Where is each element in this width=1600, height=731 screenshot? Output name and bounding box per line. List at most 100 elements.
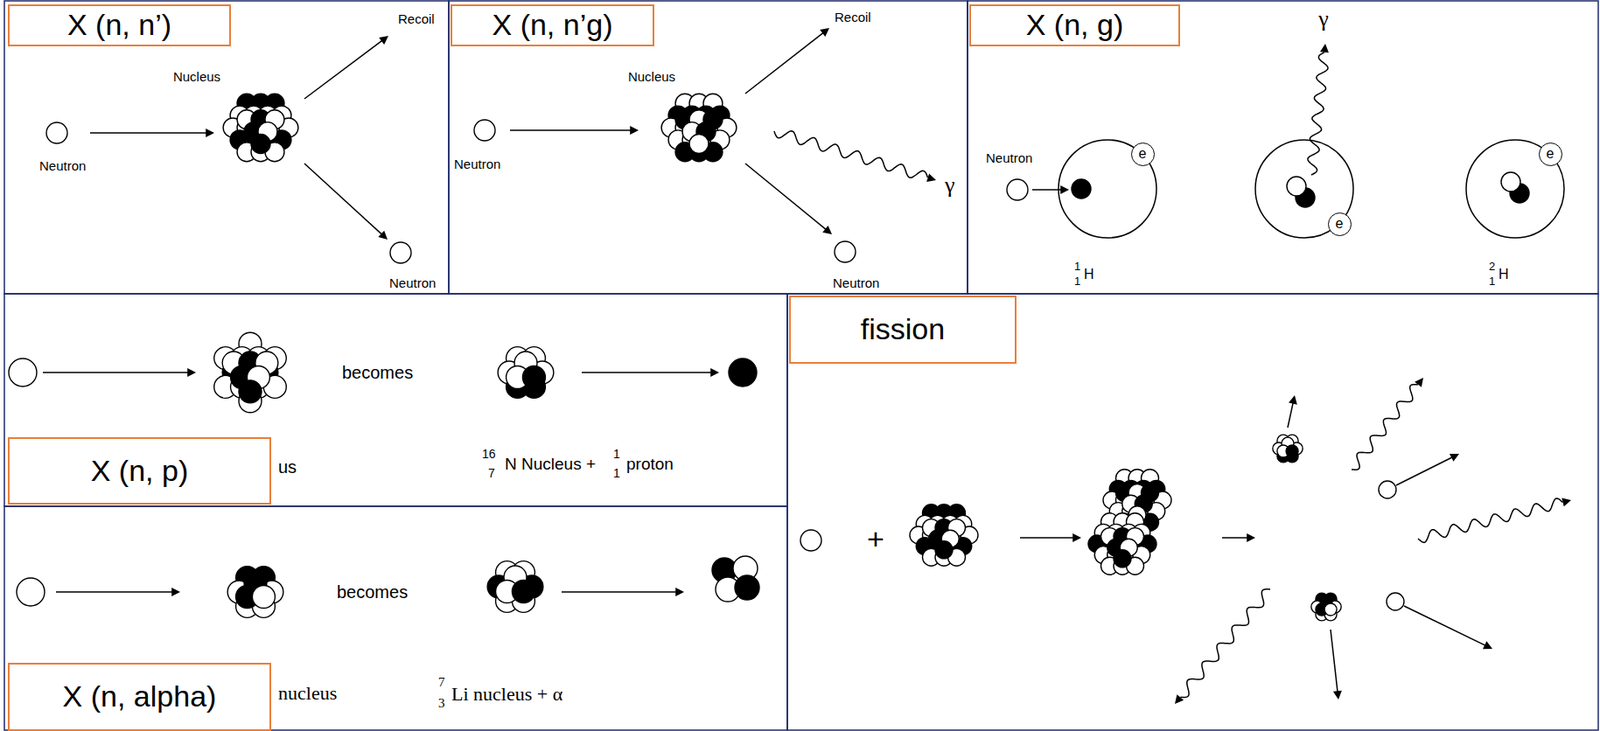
particle-label: Recoil [398, 11, 435, 27]
reaction-label: X (n, alpha) [62, 679, 217, 714]
neutron-symbol [1378, 481, 1397, 499]
arrow-head [1060, 185, 1069, 195]
gamma-ray [1351, 384, 1419, 471]
arrow-head [629, 125, 639, 135]
nucleon [689, 134, 709, 154]
arrow-head [187, 368, 196, 378]
reaction-label: X (n, n’g) [492, 7, 614, 42]
arrow-head [1174, 694, 1184, 705]
motion-arrow [1396, 457, 1453, 486]
motion-arrow [1404, 606, 1486, 646]
arrow-head [1072, 533, 1082, 543]
motion-arrow [90, 132, 207, 134]
arrow-head [926, 173, 937, 182]
proton-symbol [728, 358, 757, 387]
gamma-ray [1307, 52, 1328, 175]
motion-arrow [581, 371, 712, 374]
reaction-label-box: fission [789, 295, 1017, 364]
reaction-label: X (n, n’) [67, 7, 172, 42]
panel-frame [967, 0, 1599, 294]
reaction-label-box: X (n, g) [969, 4, 1181, 47]
neutron-symbol [16, 578, 45, 607]
isotope-number: 1 [613, 447, 621, 462]
element-symbol: H [1083, 266, 1095, 283]
motion-arrow [55, 591, 173, 594]
reaction-label: X (n, g) [1026, 7, 1124, 42]
motion-arrow [1287, 403, 1293, 428]
nucleon [1285, 445, 1299, 458]
motion-arrow [1020, 537, 1074, 539]
arrow-head [377, 230, 388, 240]
isotope-number: 1 [1074, 260, 1081, 274]
electron-symbol: e [1335, 216, 1344, 232]
isotope-number: 7 [488, 466, 496, 481]
panel-frame [4, 506, 788, 731]
isotope-number: 3 [438, 696, 446, 712]
arrow-head [1482, 641, 1493, 650]
motion-arrow [1330, 629, 1338, 692]
arrow-head [1246, 533, 1256, 543]
atom-orbit [1466, 139, 1565, 238]
isotope-number: 1 [1074, 275, 1081, 289]
particle-label: Nucleus [173, 69, 221, 84]
neutron-symbol [8, 358, 37, 387]
reaction-label-box: X (n, alpha) [7, 663, 272, 731]
motion-arrow [561, 591, 677, 594]
neutron-symbol [1386, 593, 1405, 611]
neutron-symbol [390, 242, 412, 264]
motion-arrow [510, 129, 631, 132]
nucleon [238, 380, 262, 404]
arrow-head [1333, 691, 1342, 700]
panel-frame [448, 0, 968, 294]
arrow-head [1414, 377, 1424, 388]
electron-symbol: e [1138, 146, 1147, 162]
atom-orbit [1255, 139, 1354, 238]
panel-frame [4, 293, 788, 507]
neutron-symbol [834, 241, 856, 263]
gamma-ray [1180, 589, 1271, 699]
product-label: N Nucleus + [504, 454, 596, 475]
isotope-number: 7 [438, 675, 446, 691]
isotope-number: 16 [482, 447, 497, 462]
neutron-symbol [1501, 172, 1521, 192]
arrow-head [205, 128, 215, 138]
arrow-head [822, 225, 832, 235]
arrow-head [819, 27, 830, 37]
element-symbol: H [1498, 266, 1510, 283]
reaction-label: fission [860, 312, 945, 347]
arrow-head [710, 368, 720, 378]
nucleon [1324, 603, 1337, 616]
motion-arrow [304, 40, 383, 99]
gamma-symbol: γ [1318, 6, 1329, 33]
nucleon [1113, 550, 1132, 568]
proton-symbol [1071, 179, 1091, 199]
particle-label: Neutron [39, 158, 86, 174]
particle-label: Neutron [389, 275, 436, 291]
neutron-symbol [46, 122, 68, 144]
product-label: proton [626, 454, 674, 475]
nucleus-label: nucleus [278, 682, 337, 705]
motion-arrow [745, 163, 826, 230]
isotope-number: 1 [613, 466, 621, 481]
atom-orbit [1058, 139, 1157, 238]
particle-label: Nucleus [628, 69, 676, 84]
electron-circle: e [1327, 212, 1352, 237]
neutron-symbol [1006, 179, 1028, 201]
isotope-number: 1 [1488, 275, 1496, 289]
arrow-head [675, 587, 685, 597]
alpha-nucleon [734, 575, 760, 601]
panel-frame [787, 293, 1599, 731]
reaction-label-box: X (n, n’g) [450, 4, 655, 47]
nucleon [935, 541, 953, 559]
motion-arrow [42, 371, 189, 374]
electron-circle: e [1131, 142, 1155, 167]
reaction-label: X (n, p) [90, 454, 189, 489]
plus-sign: + [866, 522, 885, 557]
gamma-ray [774, 131, 928, 179]
electron-symbol: e [1546, 146, 1555, 162]
reaction-label-box: X (n, p) [7, 437, 272, 505]
neutron-symbol [1286, 176, 1307, 196]
motion-arrow [745, 33, 824, 94]
